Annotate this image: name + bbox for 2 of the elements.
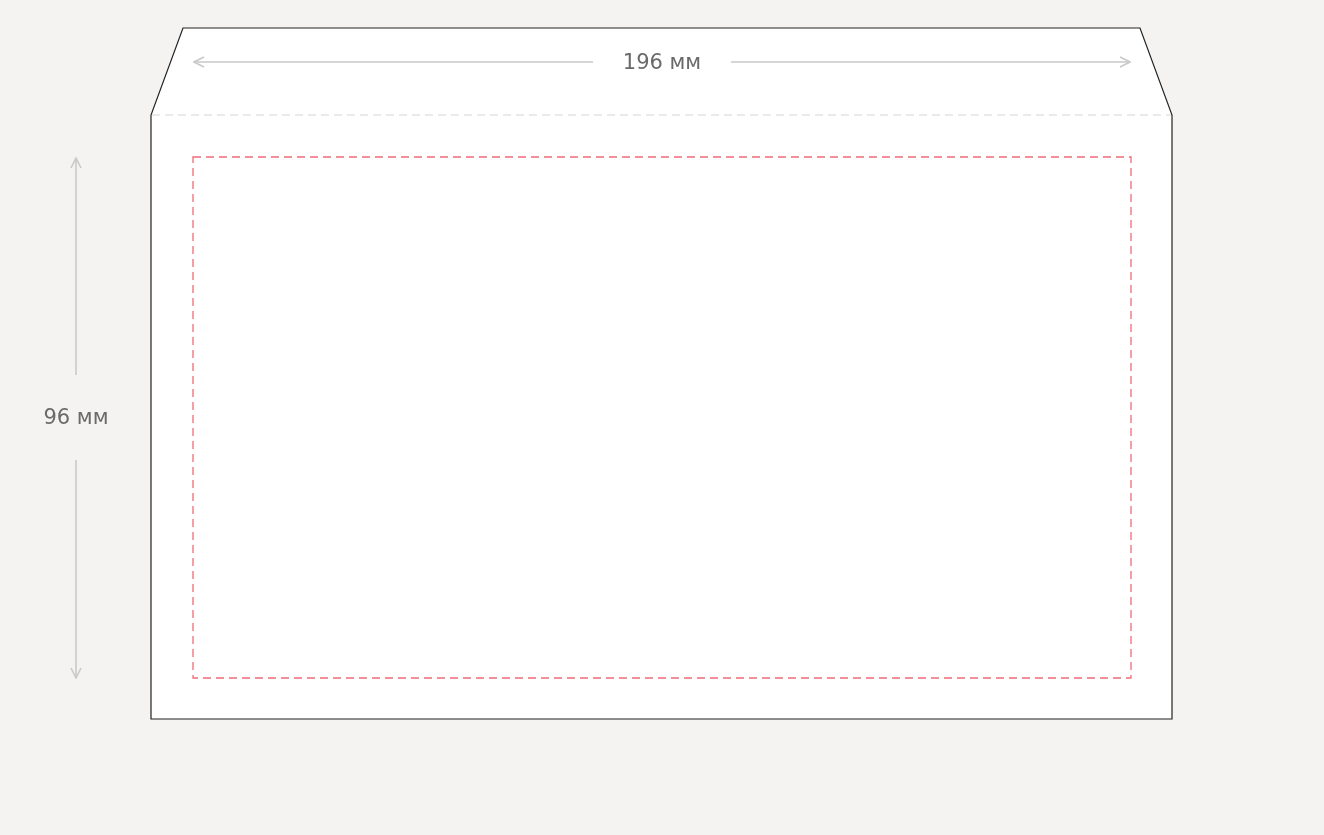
dimension-label: 96 мм (43, 406, 109, 428)
dimension-label: 196 мм (622, 51, 702, 73)
